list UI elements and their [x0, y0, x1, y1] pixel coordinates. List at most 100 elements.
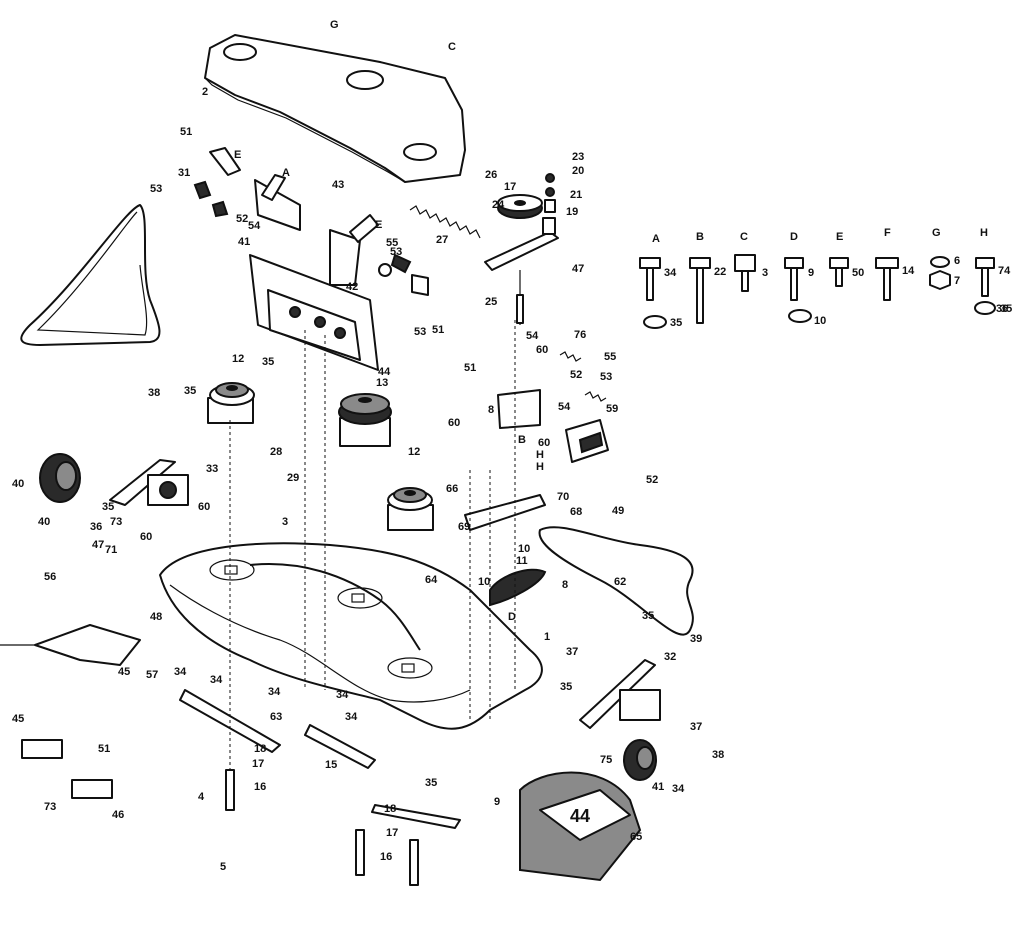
callout-21: 21 [570, 189, 582, 201]
ref-letter-h: H [536, 461, 544, 473]
key-part-7: 7 [954, 275, 960, 287]
key-letter-b: B [696, 231, 704, 243]
callout-18: 18 [384, 803, 396, 815]
anti-scalp-bracket-44 [34, 624, 141, 666]
deck-cover-part-2 [204, 34, 466, 183]
callout-33: 33 [206, 463, 218, 475]
spindle-center-part-13 [338, 393, 392, 447]
callout-4: 4 [198, 791, 205, 803]
callout-54: 54 [558, 401, 571, 413]
callout-44: 44 [378, 366, 391, 378]
callout-40: 40 [38, 516, 50, 528]
callout-32: 32 [664, 651, 676, 663]
key-part-22: 22 [714, 266, 726, 278]
key-part-34: 34 [664, 267, 677, 279]
spindle-right-part-12 [387, 487, 434, 531]
callout-8: 8 [488, 404, 494, 416]
callout-65: 65 [630, 831, 642, 843]
callouts: 1234588910101112121315161617171718181920… [12, 19, 1008, 873]
idler-arm-assembly [484, 173, 559, 325]
callout-66: 66 [446, 483, 458, 495]
key-part-14: 14 [902, 265, 915, 277]
callout-73: 73 [44, 801, 56, 813]
callout-13: 13 [376, 377, 388, 389]
callout-24: 24 [492, 199, 505, 211]
callout-45: 45 [118, 666, 130, 678]
callout-20: 20 [572, 165, 584, 177]
callout-17: 17 [386, 827, 398, 839]
callout-3: 3 [282, 516, 288, 528]
callout-54: 54 [526, 330, 539, 342]
callout-28: 28 [270, 446, 282, 458]
callout-39: 39 [690, 633, 702, 645]
key-part-74: 74 [998, 265, 1011, 277]
ref-letter-e: E [234, 149, 241, 161]
callout-73: 73 [110, 516, 122, 528]
idler-bracket-left [193, 147, 301, 231]
key-letter-e: E [836, 231, 843, 243]
ref-letter-d: D [508, 611, 516, 623]
callout-18: 18 [254, 743, 266, 755]
callout-17: 17 [252, 758, 264, 770]
ref-letter-a: A [282, 167, 290, 179]
callout-2: 2 [202, 86, 208, 98]
key-letter-h: H [980, 227, 988, 239]
anti-scalp-part-45b [71, 779, 113, 799]
idler-bracket-far-right [497, 351, 609, 463]
callout-64: 64 [425, 574, 438, 586]
callout-55: 55 [386, 237, 398, 249]
key-part-35b: 35 [1000, 303, 1012, 315]
callout-53: 53 [150, 183, 162, 195]
callout-70: 70 [557, 491, 569, 503]
callout-51: 51 [464, 362, 476, 374]
callout-34: 34 [336, 689, 349, 701]
callout-41: 41 [652, 781, 664, 793]
key-part-6: 6 [954, 255, 960, 267]
callout-25: 25 [485, 296, 497, 308]
callout-60: 60 [198, 501, 210, 513]
key-letter-g: G [932, 227, 941, 239]
blade-center [304, 724, 376, 769]
callout-47: 47 [92, 539, 104, 551]
callout-16: 16 [380, 851, 392, 863]
callout-34: 34 [174, 666, 187, 678]
callout-34: 34 [210, 674, 223, 686]
chute-stencil: 44 [570, 806, 590, 826]
ref-letter-c: C [448, 41, 456, 53]
callout-48: 48 [150, 611, 162, 623]
callout-10: 10 [478, 576, 490, 588]
callout-55: 55 [604, 351, 616, 363]
callout-34: 34 [672, 783, 685, 795]
wheel-bracket-right [579, 659, 661, 781]
mower-deck-part-1 [159, 542, 543, 730]
discharge-chute-part-63: 44 [519, 771, 642, 882]
blade-bolt-right [355, 829, 365, 876]
callout-8: 8 [562, 579, 568, 591]
callout-37: 37 [690, 721, 702, 733]
callout-36: 36 [996, 303, 1008, 315]
anti-scalp-part-45a [21, 739, 63, 759]
callout-51: 51 [432, 324, 444, 336]
spring-part-27 [409, 205, 481, 239]
callout-15: 15 [325, 759, 337, 771]
hardware-key: A B C D E F G H 34 22 3 9 50 14 6 7 74 3… [639, 227, 1012, 329]
callout-29: 29 [287, 472, 299, 484]
callout-60: 60 [536, 344, 548, 356]
key-letter-d: D [790, 231, 798, 243]
callout-53: 53 [390, 246, 402, 258]
callout-19: 19 [566, 206, 578, 218]
ref-letter-h: H [536, 449, 544, 461]
callout-12: 12 [408, 446, 420, 458]
callout-57: 57 [146, 669, 158, 681]
callout-10: 10 [518, 543, 530, 555]
callout-5: 5 [220, 861, 226, 873]
key-letter-a: A [652, 233, 660, 245]
callout-45: 45 [12, 713, 24, 725]
belt-part-48 [538, 526, 694, 636]
callout-1: 1 [544, 631, 550, 643]
key-letter-f: F [884, 227, 891, 239]
callout-52: 52 [236, 213, 248, 225]
callout-35: 35 [560, 681, 572, 693]
baffle-part-65 [464, 494, 546, 531]
callout-37: 37 [566, 646, 578, 658]
